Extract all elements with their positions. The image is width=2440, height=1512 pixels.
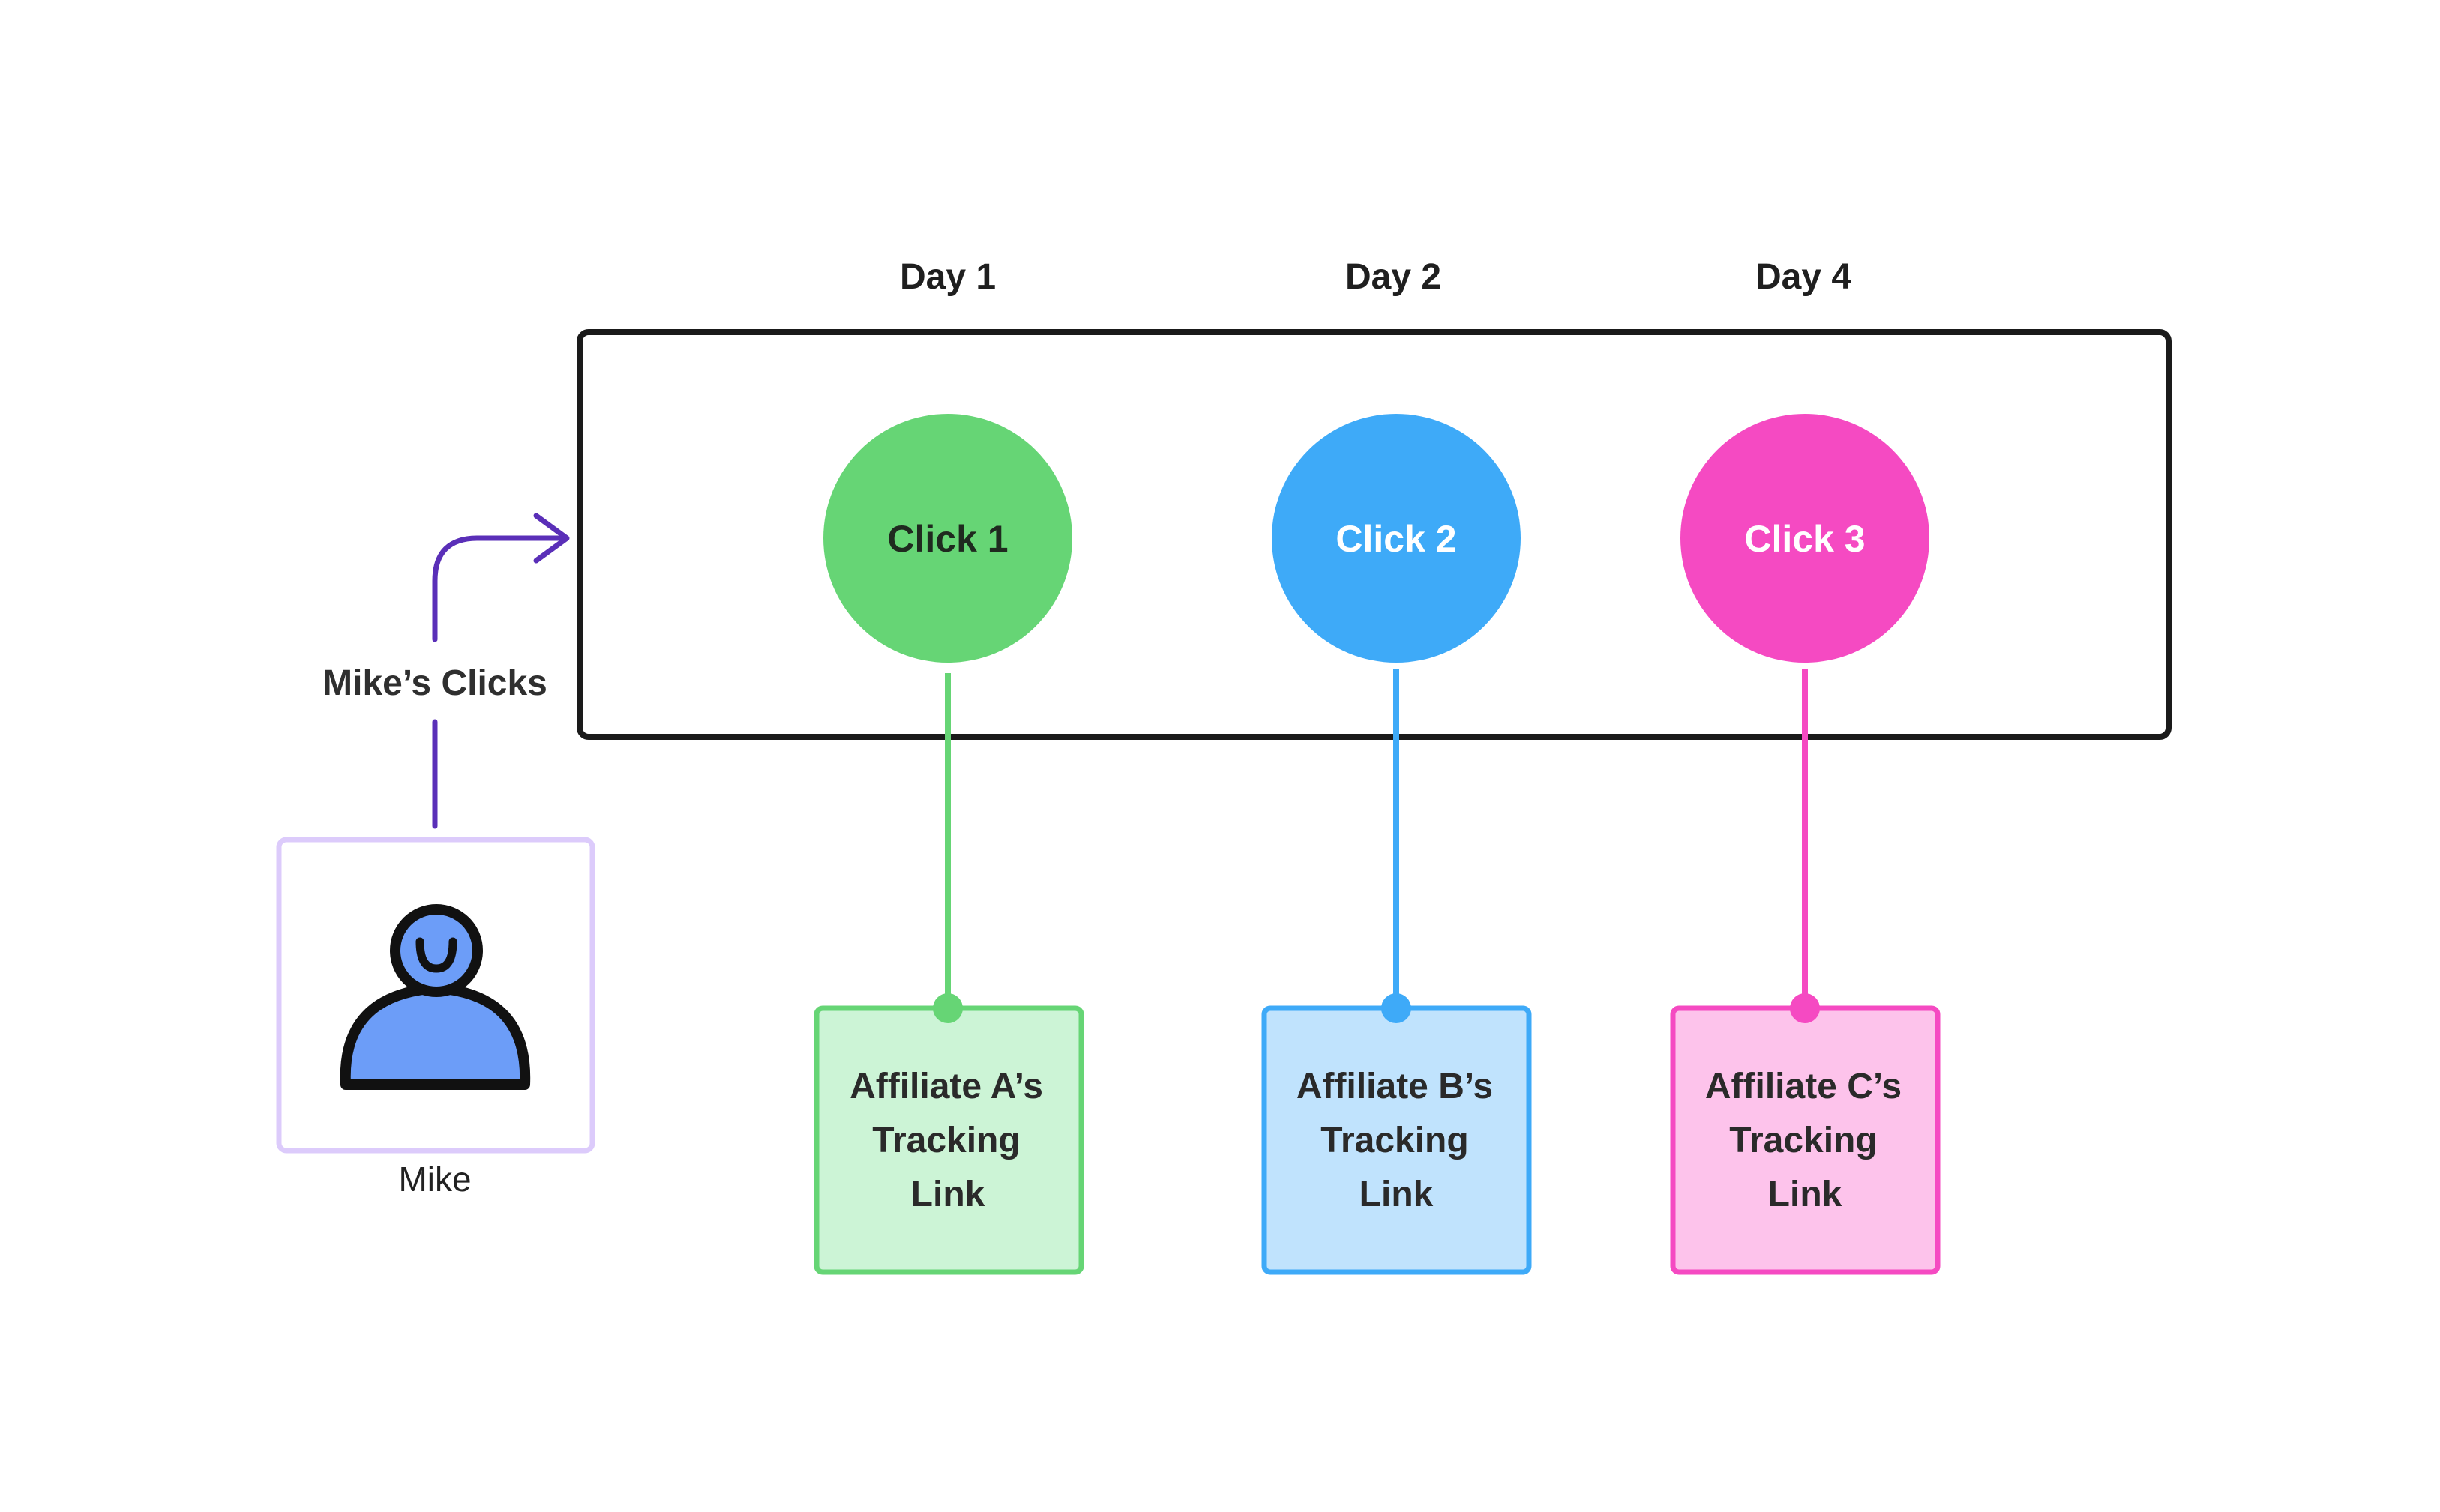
affiliate-b-line1: Affiliate B’s: [1296, 1067, 1493, 1106]
click-1-label: Click 1: [887, 518, 1008, 560]
connector-dot-a: [933, 993, 963, 1023]
click-2-label: Click 2: [1335, 518, 1456, 560]
affiliate-c-link-box: Affiliate C’s Tracking Link: [1670, 993, 1941, 1275]
affiliate-a-line1: Affiliate A’s: [850, 1067, 1043, 1106]
day-1-label: Day 1: [900, 257, 996, 297]
clicks-frame: [577, 329, 2172, 740]
affiliate-b-link-box: Affiliate B’s Tracking Link: [1261, 993, 1532, 1275]
click-2-node: Click 2: [1272, 414, 1521, 663]
person-icon: [340, 904, 531, 1090]
affiliate-a-line2: Tracking: [872, 1121, 1020, 1160]
click-3-node: Click 3: [1680, 414, 1929, 663]
day-2-label: Day 2: [1345, 257, 1441, 297]
mike-clicks-label: Mike’s Clicks: [322, 663, 547, 703]
affiliate-a-line3: Link: [911, 1175, 985, 1214]
affiliate-b-line2: Tracking: [1320, 1121, 1468, 1160]
click-3-label: Click 3: [1744, 518, 1865, 560]
person-name-label: Mike: [398, 1160, 471, 1199]
affiliate-c-line2: Tracking: [1729, 1121, 1877, 1160]
affiliate-b-line3: Link: [1359, 1175, 1434, 1214]
day-4-label: Day 4: [1755, 257, 1851, 297]
connector-dot-c: [1790, 993, 1820, 1023]
affiliate-a-link-box: Affiliate A’s Tracking Link: [814, 993, 1084, 1275]
affiliate-c-line1: Affiliate C’s: [1705, 1067, 1902, 1106]
affiliate-c-line3: Link: [1768, 1175, 1842, 1214]
click-1-node: Click 1: [823, 414, 1072, 663]
connector-dot-b: [1381, 993, 1411, 1023]
mike-clicks-arrow: [432, 513, 570, 829]
